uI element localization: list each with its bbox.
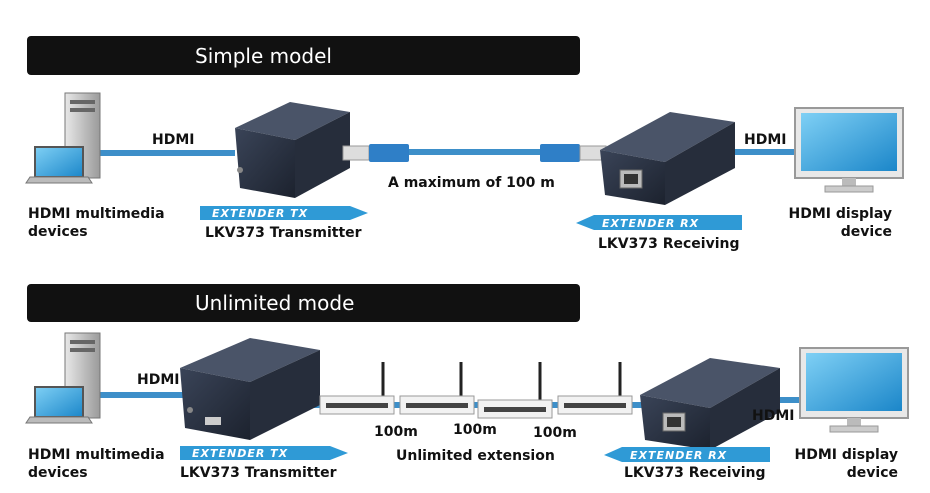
u-rx-arrow-text: EXTENDER RX bbox=[630, 449, 727, 462]
u-tx-arrow-icon: EXTENDER TX bbox=[180, 446, 348, 460]
u-source-device-icon bbox=[25, 332, 101, 424]
transmitter-device-icon bbox=[235, 102, 350, 219]
unlimited-hdmi-left-label: HDMI bbox=[137, 372, 180, 388]
simple-hdmi-right-label: HDMI bbox=[744, 132, 787, 148]
unlimited-mode-banner: Unlimited mode bbox=[27, 284, 580, 322]
simple-hdmi-left-label: HDMI bbox=[152, 132, 195, 148]
unlimited-mode-title: Unlimited mode bbox=[195, 291, 355, 315]
u-transmitter-device-icon bbox=[180, 338, 320, 440]
u-display-device-icon bbox=[799, 347, 909, 433]
unlimited-extension-label: Unlimited extension bbox=[396, 448, 555, 464]
u-rx-arrow-icon: EXTENDER RX bbox=[604, 447, 770, 462]
switch-4-icon bbox=[557, 362, 633, 415]
receiver-device-icon bbox=[600, 112, 735, 205]
unlimited-hdmi-right-label: HDMI bbox=[752, 408, 795, 424]
unlimited-source-label-line2: devices bbox=[28, 465, 88, 481]
segment-1-label: 100m bbox=[374, 424, 418, 440]
rj45-plug-right-icon bbox=[540, 144, 607, 162]
unlimited-tx-label: LKV373 Transmitter bbox=[180, 465, 337, 481]
rj45-plug-left-icon bbox=[342, 144, 409, 162]
tx-arrow-icon: EXTENDER TX bbox=[200, 206, 368, 220]
unlimited-display-label-line1: HDMI display bbox=[794, 447, 898, 463]
source-device-icon bbox=[25, 92, 101, 184]
tx-arrow-text: EXTENDER TX bbox=[212, 207, 308, 220]
u-tx-arrow-text: EXTENDER TX bbox=[192, 447, 288, 460]
segment-2-label: 100m bbox=[453, 422, 497, 438]
unlimited-source-label-line1: HDMI multimedia bbox=[28, 447, 165, 463]
rx-arrow-icon: EXTENDER RX bbox=[576, 215, 742, 230]
simple-rx-label: LKV373 Receiving bbox=[598, 236, 740, 252]
u-receiver-device-icon bbox=[640, 358, 780, 450]
unlimited-source-label: HDMI multimedia devices bbox=[28, 446, 165, 482]
simple-source-label-line1: HDMI multimedia bbox=[28, 206, 165, 222]
simple-model-title: Simple model bbox=[195, 43, 332, 68]
switch-2-icon bbox=[399, 362, 475, 415]
simple-model-banner: Simple model bbox=[27, 36, 580, 75]
switch-3-icon bbox=[477, 362, 553, 419]
unlimited-rx-label: LKV373 Receiving bbox=[624, 465, 766, 481]
simple-display-label-line1: HDMI display bbox=[788, 206, 892, 222]
segment-3-label: 100m bbox=[533, 425, 577, 441]
simple-display-label-line2: device bbox=[840, 224, 892, 240]
switch-1-icon bbox=[319, 362, 395, 415]
rx-arrow-text: EXTENDER RX bbox=[602, 217, 699, 230]
unlimited-display-label: HDMI display device bbox=[795, 446, 898, 482]
simple-source-label: HDMI multimedia devices bbox=[28, 205, 165, 241]
simple-distance-label: A maximum of 100 m bbox=[388, 175, 555, 191]
simple-display-label: HDMI display device bbox=[789, 205, 892, 241]
unlimited-display-label-line2: device bbox=[846, 465, 898, 481]
simple-source-label-line2: devices bbox=[28, 224, 88, 240]
display-device-icon bbox=[794, 107, 904, 193]
simple-tx-label: LKV373 Transmitter bbox=[205, 225, 362, 241]
